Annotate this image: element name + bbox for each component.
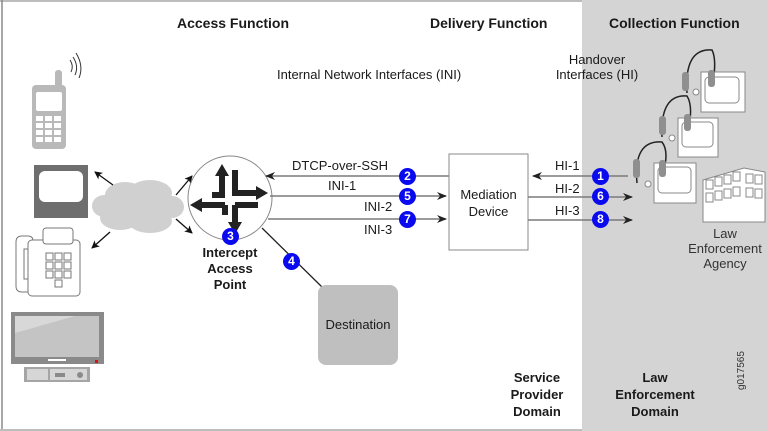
ini-3-label: INI-3	[364, 222, 393, 237]
iap-line2: Access	[207, 261, 253, 276]
phone-cloud-link	[91, 231, 111, 249]
figure-id: g017565	[736, 351, 747, 390]
step-badge-8: 8	[592, 211, 609, 228]
access-function-heading: Access Function	[177, 15, 290, 31]
hi-label-line1: Handover	[568, 52, 626, 67]
mediation-line2: Device	[468, 204, 509, 219]
cloud-router-link-upper	[175, 175, 193, 196]
television-icon	[34, 165, 88, 218]
le-line1: Law	[642, 370, 668, 385]
iap-line3: Point	[213, 277, 247, 292]
law-enforcement-domain-label: Law Enforcement Domain	[600, 369, 710, 420]
lea-workstation-icon	[659, 95, 719, 158]
flat-screen-tv-icon	[11, 312, 104, 382]
iap-line1: Intercept	[202, 245, 258, 260]
step-badge-4: 4	[283, 253, 300, 270]
building-icon	[702, 167, 766, 223]
le-line2: Enforcement	[615, 387, 695, 402]
hi-label: Handover Interfaces (HI)	[552, 52, 642, 82]
cloud-router-link-lower	[175, 218, 193, 234]
intercept-access-point-label: Intercept Access Point	[190, 245, 270, 293]
ini-2-label: INI-2	[364, 199, 393, 214]
lea-workstation-icon	[633, 141, 697, 204]
network-cloud-icon	[92, 180, 184, 233]
step-badge-1: 1	[592, 168, 609, 185]
hi-label-line2: Interfaces (HI)	[555, 67, 639, 82]
step-badge-6: 6	[592, 188, 609, 205]
destination-label: Destination	[325, 317, 391, 332]
lea-line1: Law	[713, 226, 737, 241]
sp-line1: Service	[513, 370, 561, 385]
step-badge-2: 2	[399, 168, 416, 185]
le-line3: Domain	[631, 404, 679, 419]
tv-cloud-link	[94, 171, 114, 186]
ini-label: Internal Network Interfaces (INI)	[277, 67, 462, 82]
sp-line3: Domain	[513, 404, 561, 419]
collection-function-heading: Collection Function	[609, 15, 740, 31]
hi-2-label: HI-2	[555, 181, 580, 196]
hi-3-label: HI-3	[555, 203, 580, 218]
step-badge-5: 5	[399, 188, 416, 205]
lea-line2: Enforcement	[688, 241, 762, 256]
router-icon	[187, 155, 273, 241]
law-enforcement-agency-label: Law Enforcement Agency	[680, 226, 768, 271]
step-badge-7: 7	[399, 211, 416, 228]
hi-1-label: HI-1	[555, 158, 580, 173]
mediation-device-box	[448, 153, 529, 251]
service-provider-domain-label: Service Provider Domain	[492, 369, 582, 420]
ini-1-label: INI-1	[328, 178, 357, 193]
mediation-line1: Mediation	[460, 187, 517, 202]
mediation-device-label: Mediation Device	[449, 186, 528, 220]
destination-box	[318, 285, 398, 365]
delivery-function-heading: Delivery Function	[430, 15, 548, 31]
mobile-phone-icon	[32, 52, 82, 149]
lea-line3: Agency	[703, 256, 747, 271]
lea-workstation-icon	[682, 49, 746, 113]
dtcp-label: DTCP-over-SSH	[292, 158, 389, 173]
desk-phone-icon	[15, 227, 81, 297]
step-badge-3: 3	[222, 228, 239, 245]
sp-line2: Provider	[510, 387, 564, 402]
